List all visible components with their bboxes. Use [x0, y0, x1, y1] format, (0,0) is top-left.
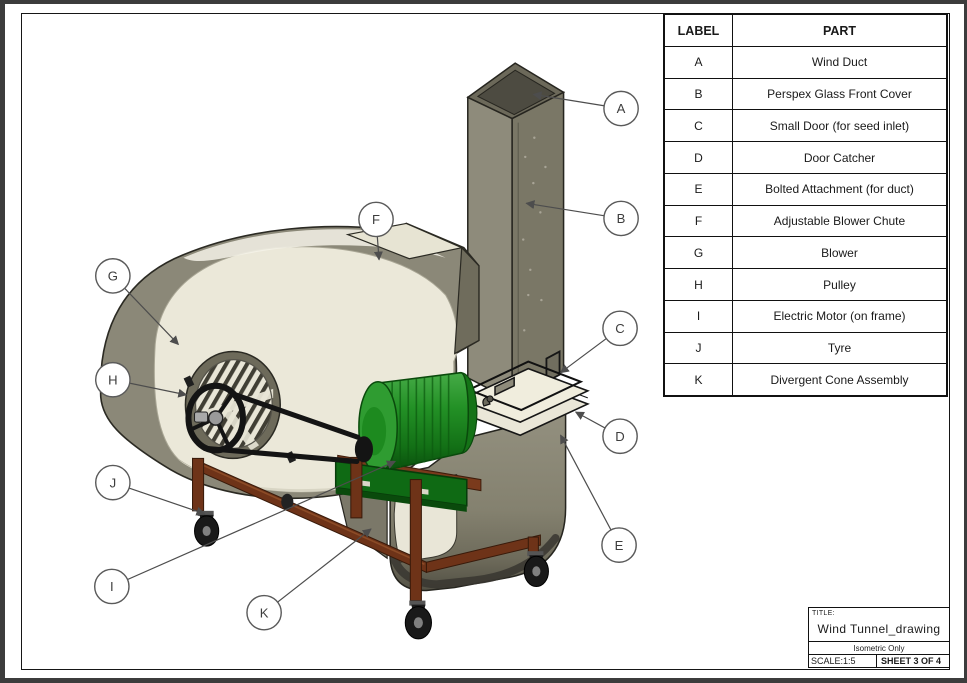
part-label-cell: C: [665, 110, 733, 142]
balloon-label: G: [108, 269, 118, 284]
leader-I: [111, 460, 397, 588]
parts-table-header: LABEL PART: [665, 15, 946, 47]
table-row: I Electric Motor (on frame): [665, 300, 946, 333]
scale-value: SCALE:1:5: [809, 655, 877, 667]
balloon-label: H: [108, 372, 117, 387]
part-name-cell: Wind Duct: [811, 55, 868, 70]
scale-sheet-row: SCALE:1:5 SHEET 3 OF 4: [809, 655, 949, 667]
table-row: F Adjustable Blower Chute: [665, 205, 946, 238]
table-row: E Bolted Attachment (for duct): [665, 173, 946, 206]
leader-K: [263, 528, 372, 614]
balloon-E: [601, 527, 637, 563]
table-row: K Divergent Cone Assembly: [665, 364, 946, 396]
isometric-machine-drawing: A B C D E F G H I J K: [93, 62, 639, 640]
part-name-cell: Perspex Glass Front Cover: [767, 87, 912, 102]
part-label-cell: I: [665, 300, 733, 332]
part-label-cell: K: [665, 364, 733, 396]
table-row: D Door Catcher: [665, 142, 946, 174]
part-label-cell: F: [665, 205, 733, 237]
support-frame: [192, 456, 541, 602]
caster-right: [523, 551, 549, 587]
table-row: H Pulley: [665, 269, 946, 301]
table-row: G Blower: [665, 237, 946, 270]
part-label-cell: E: [665, 173, 733, 205]
part-name-cell: Bolted Attachment (for duct): [765, 182, 914, 197]
title-row: TITLE: Wind Tunnel_drawing: [809, 608, 949, 642]
table-row: A Wind Duct: [665, 47, 946, 79]
balloon-label: E: [615, 538, 624, 553]
column-header-label: LABEL: [665, 15, 733, 46]
small-door: [545, 349, 561, 384]
caster-front-left: [194, 510, 220, 547]
sheet-number: SHEET 3 OF 4: [881, 656, 942, 666]
leader-E: [560, 434, 620, 546]
column-header-part: PART: [822, 23, 857, 38]
duct-opening: [476, 69, 556, 116]
drive-belt: [202, 391, 374, 464]
part-name-cell: Small Door (for seed inlet): [769, 118, 910, 133]
balloon-F: [358, 201, 394, 238]
part-label-cell: G: [665, 237, 733, 269]
drawing-title: Wind Tunnel_drawing: [817, 622, 941, 636]
part-label-cell: A: [665, 47, 733, 78]
table-row: B Perspex Glass Front Cover: [665, 78, 946, 111]
balloon-G: [95, 258, 131, 294]
part-name-cell: Divergent Cone Assembly: [770, 372, 909, 387]
balloon-label: J: [110, 475, 117, 490]
balloon-label: F: [372, 212, 380, 227]
balloon-C: [602, 310, 638, 347]
balloon-label: B: [617, 211, 626, 226]
balloon-B: [603, 200, 639, 237]
wind-duct: [466, 62, 566, 403]
part-label-cell: J: [665, 332, 733, 364]
balloon-A: [603, 90, 639, 127]
part-name-cell: Door Catcher: [803, 150, 876, 165]
balloon-K: [246, 594, 282, 631]
part-label-cell: B: [665, 78, 733, 110]
part-label-cell: H: [665, 269, 733, 300]
blower-inlet-grille: [183, 350, 297, 464]
table-row: J Tyre: [665, 332, 946, 365]
callout-balloons: A B C D E F G H I J K: [93, 90, 639, 631]
table-row: C Small Door (for seed inlet): [665, 110, 946, 143]
part-name-cell: Blower: [821, 245, 858, 260]
title-label: TITLE:: [812, 610, 835, 617]
balloon-label: D: [615, 429, 624, 444]
door-catcher: [482, 376, 515, 407]
balloon-I: [93, 568, 130, 605]
part-label-cell: D: [665, 142, 733, 173]
caster-middle: [404, 600, 432, 640]
balloon-label: C: [615, 321, 624, 336]
tyres: [194, 493, 549, 640]
balloon-label: K: [260, 605, 269, 620]
balloon-J: [95, 464, 131, 501]
bolted-attachment-flange: [458, 360, 590, 437]
view-note: Isometric Only: [809, 642, 949, 655]
balloon-H: [95, 361, 131, 398]
drawing-border-frame: [21, 13, 950, 670]
perspex-speckles: [522, 136, 547, 332]
balloon-D: [602, 418, 638, 455]
part-name-cell: Electric Motor (on frame): [773, 309, 906, 324]
part-name-cell: Tyre: [827, 340, 852, 355]
part-name-cell: Pulley: [823, 277, 856, 292]
part-name-cell: Adjustable Blower Chute: [773, 214, 906, 229]
balloon-label: A: [617, 101, 626, 116]
balloon-label: I: [110, 579, 114, 594]
title-block: TITLE: Wind Tunnel_drawing Isometric Onl…: [808, 607, 950, 668]
